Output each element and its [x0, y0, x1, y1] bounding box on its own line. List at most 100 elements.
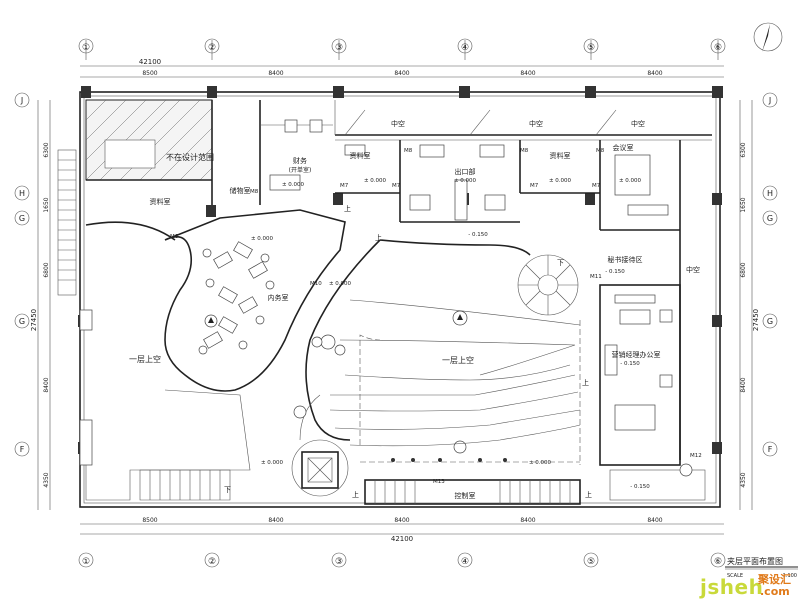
dimension-text: 8400: [394, 70, 409, 77]
dimension-text: 42100: [391, 535, 413, 543]
axis-label: F: [20, 445, 25, 454]
room-label: 资料室: [150, 197, 171, 206]
sales-manager-office: 营销经理办公室: [599, 284, 706, 501]
level-mark: - 0.150: [605, 269, 625, 275]
dimension-text: 8400: [394, 517, 409, 524]
watermark-com: .com: [760, 585, 790, 598]
axis-label: G: [19, 214, 25, 223]
axis-label: G: [767, 214, 773, 223]
stair-direction: 上: [585, 490, 592, 499]
door-tag: M10: [310, 281, 322, 287]
axis-label: ②: [208, 43, 216, 53]
room-label: 控制室: [455, 491, 476, 500]
room-label: 中空: [631, 119, 645, 128]
workstation-cluster: [198, 241, 275, 355]
top-axis: ① ② ③ ④ ⑤ ⑥: [78, 38, 726, 60]
room-label: (开单室): [289, 166, 312, 174]
door-tag: M8: [404, 148, 413, 154]
axis-label: ④: [461, 557, 469, 567]
axis-label: H: [19, 189, 25, 198]
room-label: 中空: [686, 265, 700, 274]
door-tag: M7: [392, 183, 401, 189]
dimension-text: 8400: [647, 517, 662, 524]
level-mark: ± 0.000: [261, 460, 284, 466]
dimension-text: 4350: [740, 472, 747, 487]
dimension-text: 8400: [268, 70, 283, 77]
level-mark: - 0.150: [468, 232, 488, 238]
room-label: 会议室: [613, 143, 634, 152]
dimension-text: 1650: [740, 197, 747, 212]
room-label: 一层上空: [129, 354, 161, 364]
level-mark: ± 0.000: [454, 178, 477, 184]
level-mark: ± 0.000: [251, 236, 274, 242]
watermark-logo: jsheh 聚设汇 .com: [700, 571, 798, 601]
bottom-axis: ① ② ③ ④ ⑤ ⑥: [78, 552, 726, 568]
watermark-main: jsheh: [700, 575, 764, 599]
left-void: 一层上空: [79, 221, 251, 501]
drawing-title: 夹层平面布置图: [727, 556, 783, 566]
level-mark: ± 0.000: [549, 178, 572, 184]
level-mark: - 0.150: [630, 484, 650, 490]
dimension-text: 8400: [647, 70, 662, 77]
top-band-rooms: [86, 100, 712, 460]
door-tag: M13: [433, 479, 445, 485]
dimension-text: 27450: [30, 309, 38, 331]
axis-label: ⑤: [587, 557, 595, 567]
not-in-scope-area: 不在设计范围: [85, 99, 214, 181]
dimension-text: 4350: [43, 472, 50, 487]
dimension-text: 8400: [520, 517, 535, 524]
room-label: 内务室: [268, 293, 289, 302]
dimension-text: 8400: [43, 377, 50, 392]
dimension-text: 8400: [520, 70, 535, 77]
room-label: 不在设计范围: [166, 152, 214, 162]
room-label: 一层上空: [442, 355, 474, 365]
door-tag: M7: [340, 183, 349, 189]
level-mark: ± 0.000: [282, 182, 305, 188]
central-corridor: [293, 239, 531, 454]
axis-label: J: [20, 96, 23, 105]
door-tag: M7: [530, 183, 539, 189]
door-tag: M8: [520, 148, 529, 154]
door-tag: M11: [590, 274, 602, 280]
dimension-text: 6300: [43, 142, 50, 157]
room-label: 中空: [529, 119, 543, 128]
level-mark: ± 0.000: [529, 460, 552, 466]
left-axis: J H G G F 6300 1650 6800 8400 4350 27450: [14, 92, 51, 510]
room-label: 营销经理办公室: [612, 350, 661, 359]
axis-label: ①: [82, 43, 90, 53]
stair-direction: 下: [224, 486, 231, 494]
left-bottom-stair: 下: [139, 469, 231, 501]
level-mark: ± 0.000: [619, 178, 642, 184]
bottom-dimensions: 8500 8400 8400 8400 8400 42100: [80, 517, 724, 543]
dimension-text: 6800: [740, 262, 747, 277]
title-block: 夹层平面布置图 SCALE 1:100: [725, 556, 798, 579]
axis-label: J: [768, 96, 771, 105]
axis-label: ④: [461, 43, 469, 53]
level-mark: - 0.150: [620, 361, 640, 367]
door-tag: M8: [596, 148, 605, 154]
watermark-sub: 聚设汇: [758, 573, 791, 586]
dimension-text: 8500: [142, 517, 157, 524]
axis-label: ③: [335, 43, 343, 53]
door-tag: M7: [592, 183, 601, 189]
room-label: 资料室: [350, 151, 371, 160]
scale-label: SCALE: [727, 573, 743, 579]
axis-label: ②: [208, 557, 216, 567]
stair-direction: 上: [375, 233, 382, 242]
north-arrow-icon: [753, 22, 783, 52]
inner-office: 内务室: [164, 209, 346, 392]
dimension-text: 8400: [740, 377, 747, 392]
axis-label: G: [19, 317, 25, 326]
elevator: [291, 439, 349, 497]
door-tag: M8: [250, 189, 259, 195]
level-mark: ± 0.000: [364, 178, 387, 184]
stair-direction: 上: [344, 204, 351, 213]
dimension-text: 1650: [43, 197, 50, 212]
dimension-text: 27450: [752, 309, 760, 331]
axis-label: H: [767, 189, 773, 198]
stair-direction: 上: [582, 378, 589, 387]
left-stair: [57, 149, 77, 296]
room-label: 资料室: [550, 151, 571, 160]
stair-direction: 上: [352, 490, 359, 499]
control-room: 控制室: [364, 479, 581, 505]
